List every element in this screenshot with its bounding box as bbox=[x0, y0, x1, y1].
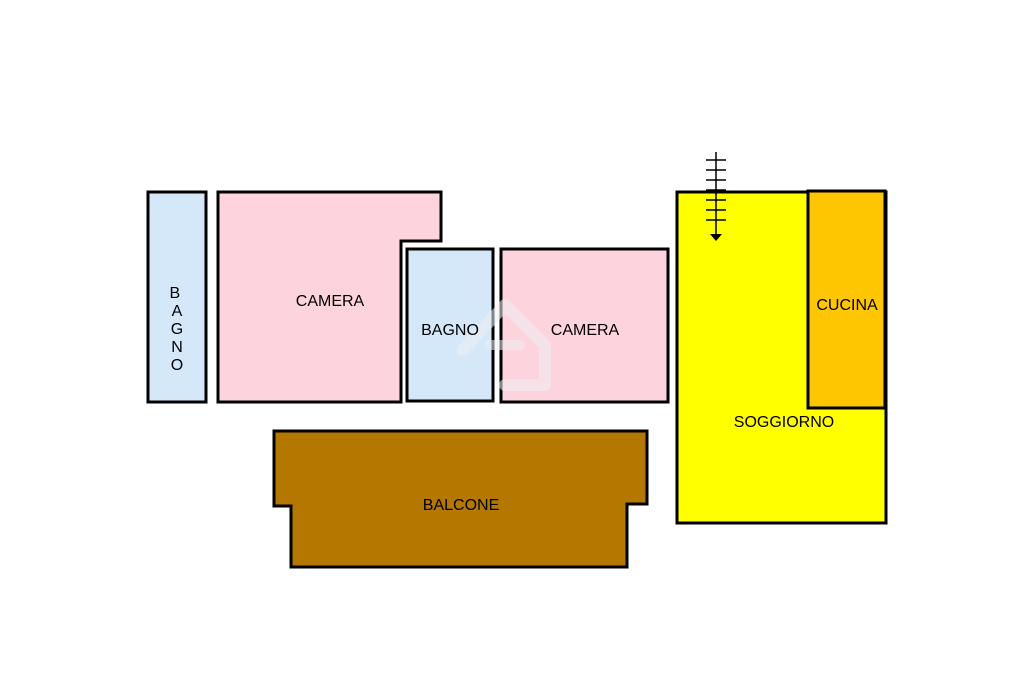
room-balcone bbox=[272, 429, 649, 569]
room-label-camera-center: CAMERA bbox=[551, 322, 620, 339]
room-bagno-left bbox=[146, 190, 208, 404]
house-logo-watermark-icon bbox=[457, 299, 551, 391]
room-label-soggiorno: SOGGIORNO bbox=[734, 414, 834, 431]
room-label-balcone: BALCONE bbox=[423, 497, 499, 514]
room-label-cucina: CUCINA bbox=[816, 297, 878, 314]
room-cucina bbox=[806, 189, 887, 410]
room-label-bagno-center: BAGNO bbox=[421, 322, 479, 339]
stairs-arrow-icon bbox=[706, 152, 726, 241]
room-label-camera-left: CAMERA bbox=[296, 293, 365, 310]
room-camera-left bbox=[216, 190, 443, 404]
